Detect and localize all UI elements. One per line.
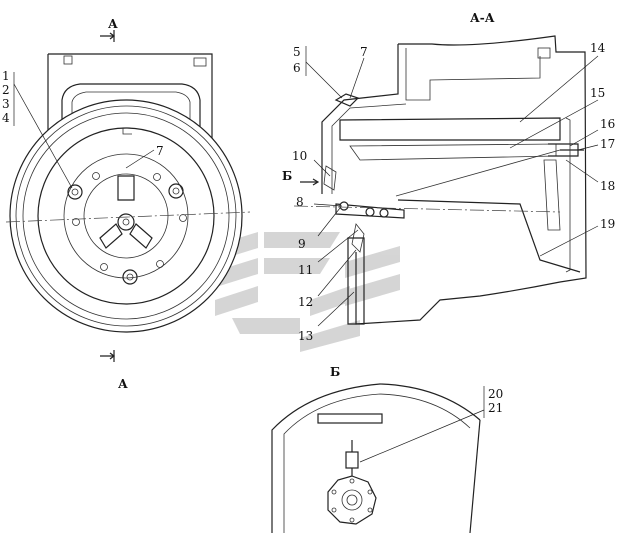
section-title: А-А	[470, 11, 495, 25]
hub-spoke-top	[117, 175, 135, 201]
section-letter-top: А	[108, 17, 118, 31]
callout-6: 6	[293, 61, 301, 75]
callout-16: 16	[600, 117, 615, 131]
handle-inner	[71, 91, 191, 128]
mark-L	[122, 128, 132, 135]
section-centerline	[293, 205, 561, 213]
section-cowl-left	[321, 44, 399, 194]
callout-3: 3	[2, 97, 10, 111]
view-title: Б	[330, 365, 340, 379]
callout-2: 2	[2, 83, 10, 97]
callout-1: 1	[2, 69, 10, 83]
hub-spoke-right	[129, 223, 153, 249]
view-b-right-edge	[469, 419, 481, 534]
section-element-19	[397, 199, 581, 273]
section-shaft	[335, 203, 405, 219]
callout-18: 18	[600, 179, 615, 193]
section-element-14	[339, 117, 561, 141]
callout-13: 13	[298, 329, 313, 343]
callout-5: 5	[293, 45, 301, 59]
callout-numbers: 1 2 3 4 5 6 7 7 8 9 10 11 12 13 14 15 16…	[2, 41, 615, 415]
section-tie-rod	[395, 149, 561, 197]
section-bracket-10	[323, 165, 337, 191]
section-housing-outline	[355, 35, 587, 325]
view-b-clamp	[345, 451, 359, 469]
section-markers	[100, 30, 320, 362]
view-b-inner-arc	[283, 393, 471, 533]
callout-12: 12	[298, 295, 313, 309]
section-element-18	[543, 159, 561, 231]
section-letter-bottom: А	[118, 377, 128, 391]
handle-outer	[61, 83, 201, 132]
callout-19: 19	[600, 217, 615, 231]
section-right-wall	[565, 117, 571, 273]
housing-tab-left	[63, 55, 73, 65]
callout-17: 17	[600, 137, 615, 151]
view-b	[271, 383, 481, 534]
callout-21: 21	[488, 401, 503, 415]
centerline-horizontal	[5, 211, 251, 223]
fan-disc	[37, 127, 215, 305]
callout-15: 15	[590, 86, 605, 100]
fan-rim-2	[15, 105, 237, 327]
view-b-flange-bolts	[331, 478, 373, 523]
view-b-nameplate	[317, 413, 383, 424]
callout-4: 4	[2, 111, 10, 125]
callout-14: 14	[590, 41, 606, 55]
hub-axis	[122, 218, 130, 226]
callout-7-section: 7	[360, 45, 368, 59]
section-element-11	[351, 223, 365, 253]
view-b-flange	[327, 475, 377, 525]
section-top-step	[405, 48, 541, 101]
view-b-flange-bore	[341, 489, 363, 511]
section-view	[293, 35, 587, 325]
callout-20: 20	[488, 387, 503, 401]
callout-9: 9	[298, 237, 306, 251]
mounting-bolts	[67, 172, 187, 285]
section-clip-7	[334, 93, 360, 107]
hub-inner-ring	[83, 173, 169, 259]
section-top-boss	[537, 47, 551, 59]
callout-7-front: 7	[156, 144, 164, 158]
section-letters: А А А-А Б Б	[108, 11, 495, 391]
view-arrow-letter: Б	[282, 169, 292, 183]
leader-lines	[13, 46, 599, 463]
section-cowl-inner	[331, 103, 407, 194]
section-element-15	[349, 143, 557, 161]
fan-rim-3	[22, 112, 230, 320]
callout-8: 8	[296, 195, 304, 209]
watermark-logo	[200, 232, 400, 352]
front-view	[5, 53, 251, 333]
callout-11: 11	[298, 263, 313, 277]
section-element-13	[347, 237, 365, 325]
callout-10: 10	[292, 149, 307, 163]
view-b-outer-arc	[271, 383, 481, 533]
housing-tab-right	[193, 57, 207, 67]
hub-spoke-left	[99, 223, 123, 249]
hub-center	[117, 213, 135, 231]
hub-ring	[63, 153, 189, 279]
